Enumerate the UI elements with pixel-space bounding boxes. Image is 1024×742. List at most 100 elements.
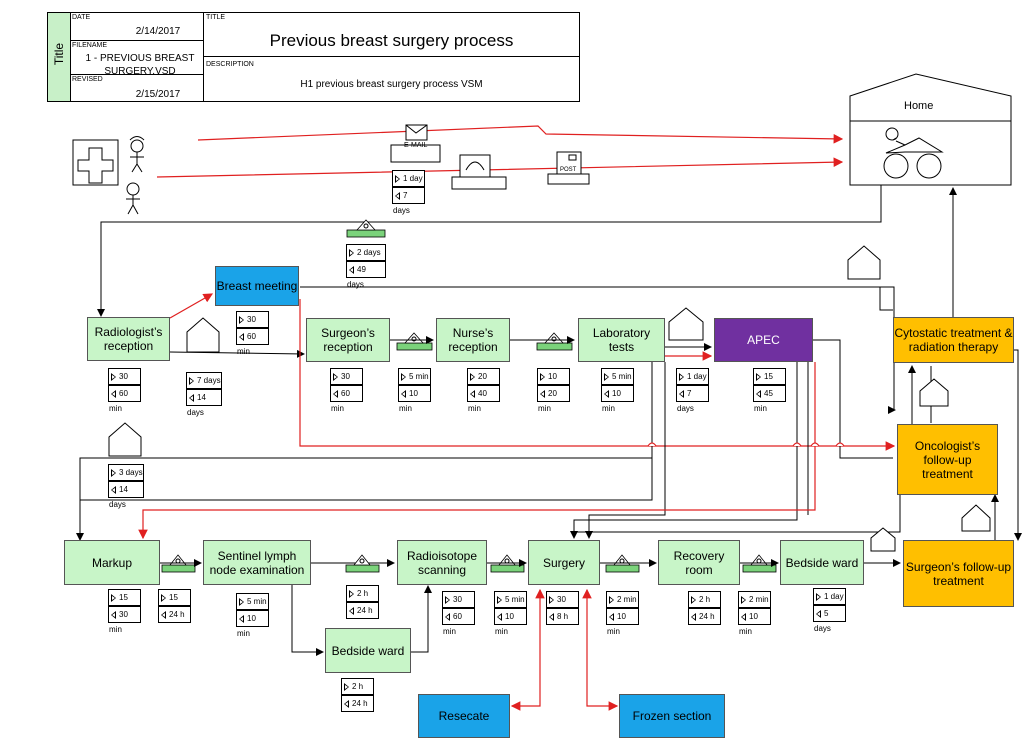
process-oncologist-followup[interactable]: Oncologist’s follow-up treatment: [897, 424, 998, 495]
process-surgeon-followup[interactable]: Surgeon’s follow-up treatment: [903, 540, 1014, 607]
process-laboratory-tests[interactable]: Laboratory tests: [578, 318, 665, 362]
timeline-value: 1 day: [403, 174, 423, 183]
timeline-lead: 24 h: [352, 699, 368, 708]
timeline-radiologist: 30 min60 min: [108, 368, 141, 413]
process-cytostatic-radiation[interactable]: Cytostatic treatment & radiation therapy: [893, 317, 1014, 363]
timeline-lead: 14 days: [109, 485, 128, 509]
timeline-lead: 60 min: [109, 389, 128, 413]
timeline-value: 2 min: [749, 595, 769, 604]
timeline-value: 5 min: [505, 595, 525, 604]
timeline-lead: 60 min: [331, 389, 350, 413]
timeline-lead: 5 days: [814, 609, 831, 633]
timeline-value: 5 min: [612, 372, 632, 381]
timeline-value: 2 h: [699, 595, 711, 604]
timeline-lead: 20 min: [538, 389, 557, 413]
title-cell: TITLE Previous breast surgery process: [204, 13, 579, 57]
process-radioisotope-scanning[interactable]: Radioisotope scanning: [397, 540, 487, 585]
timeline-lead: 7 days: [393, 191, 410, 215]
timeline-markup-wait: 3 days 14 days: [108, 464, 144, 509]
timeline-surgery: 30 min8 h: [546, 591, 579, 625]
timeline-lead: 10 min: [399, 389, 418, 413]
timeline-value: 3 days: [119, 468, 143, 477]
timeline-radioisotope: 30 min60 min: [442, 591, 475, 636]
process-bedside-ward-2[interactable]: Bedside ward: [325, 628, 411, 673]
timeline-breast-meeting: 30 min60 min: [236, 311, 269, 356]
diagram-description: H1 previous breast surgery process VSM: [300, 79, 483, 90]
filename-value: 1 - PREVIOUS BREAST SURGERY.VSD: [85, 53, 195, 77]
timeline-lead: 8 h: [557, 612, 569, 621]
email-label: E-MAIL: [404, 142, 428, 149]
timeline-surgeon-nurse: 5 min 10 min: [398, 368, 431, 413]
title-label: TITLE: [206, 14, 226, 21]
process-markup[interactable]: Markup: [64, 540, 160, 585]
timeline-surgery-recovery: 2 min 10 min: [606, 591, 639, 636]
description-label: DESCRIPTION: [206, 61, 254, 68]
timeline-lead: 10 min: [607, 612, 626, 636]
timeline-value: 1 day: [824, 592, 844, 601]
timeline-radio-surgery: 5 min 10 min: [494, 591, 527, 636]
timeline-sentinel: 5 min 10 min: [236, 593, 269, 638]
timeline-recovery-bedside: 2 min 10 min: [738, 591, 771, 636]
timeline-lead: 45 min: [754, 389, 773, 413]
revised-label: REVISED: [72, 76, 103, 83]
timeline-value: 2 h: [357, 589, 369, 598]
process-bedside-ward[interactable]: Bedside ward: [780, 540, 864, 585]
post-label: POST: [560, 167, 577, 173]
timeline-bedside: 1 day 5 days: [813, 588, 846, 633]
timeline-bedside-2: 2 h 24 h: [341, 678, 374, 712]
timeline-markup-sentinel: 15 min24 h: [158, 589, 191, 623]
filename-cell: FILENAME 1 - PREVIOUS BREAST SURGERY.VSD: [70, 41, 204, 77]
process-sentinel-lymph-node[interactable]: Sentinel lymph node examination: [203, 540, 311, 585]
timeline-value: 2 min: [617, 595, 637, 604]
timeline-surgeon: 30 min60 min: [330, 368, 363, 413]
process-breast-meeting[interactable]: Breast meeting: [215, 266, 299, 306]
timeline-top: 2 days 49 days: [346, 244, 386, 289]
process-recovery-room[interactable]: Recovery room: [658, 540, 740, 585]
timeline-lead: 14 days: [187, 393, 206, 417]
date-cell: DATE 2/14/2017: [70, 13, 204, 41]
timeline-lead: 24 h: [699, 612, 715, 621]
timeline-lead: 10 min: [237, 614, 256, 638]
timeline-radiologist-wait: 7 days 14 days: [186, 372, 222, 417]
timeline-lead: 10 min: [739, 612, 758, 636]
revised-cell: REVISED 2/15/2017: [70, 75, 204, 101]
timeline-lead: 7 days: [677, 389, 694, 413]
timeline-value: 7 days: [197, 376, 221, 385]
timeline-email: 1 day 7 days: [392, 170, 425, 215]
diagram-title: Previous breast surgery process: [269, 31, 514, 50]
timeline-lead: 60 min: [443, 612, 462, 636]
timeline-lead: 40 min: [468, 389, 487, 413]
timeline-value: 5 min: [409, 372, 429, 381]
timeline-value: 5 min: [247, 597, 267, 606]
timeline-lead: 49 days: [347, 265, 366, 289]
process-apec[interactable]: APEC: [714, 318, 813, 362]
timeline-nurse: 20 min40 min: [467, 368, 500, 413]
timeline-value: 2 h: [352, 682, 364, 691]
timeline-lead: 24 h: [169, 610, 185, 619]
process-nurse-reception[interactable]: Nurse’s reception: [436, 318, 510, 362]
description-cell: DESCRIPTION H1 previous breast surgery p…: [204, 57, 579, 101]
process-surgeon-reception[interactable]: Surgeon’s reception: [306, 318, 390, 362]
timeline-lead: 30 min: [109, 610, 128, 634]
home-label: Home: [904, 100, 934, 112]
revised-value: 2/15/2017: [135, 89, 181, 100]
date-label: DATE: [72, 14, 91, 21]
process-resecate[interactable]: Resecate: [418, 694, 510, 738]
timeline-sentinel-radio: 2 h 24 h: [346, 585, 379, 619]
timeline-lead: 24 h: [357, 606, 373, 615]
process-frozen-section[interactable]: Frozen section: [619, 694, 725, 738]
process-surgery[interactable]: Surgery: [528, 540, 600, 585]
date-value: 2/14/2017: [135, 26, 181, 37]
process-radiologist-reception[interactable]: Radiologist’s reception: [87, 317, 170, 361]
timeline-lead: 60 min: [237, 332, 256, 356]
timeline-recovery: 2 h 24 h: [688, 591, 721, 625]
timeline-value: 2 days: [357, 248, 381, 257]
title-side-tab: Title: [48, 13, 71, 101]
timeline-lead: 10 min: [495, 612, 514, 636]
filename-label: FILENAME: [72, 42, 108, 49]
